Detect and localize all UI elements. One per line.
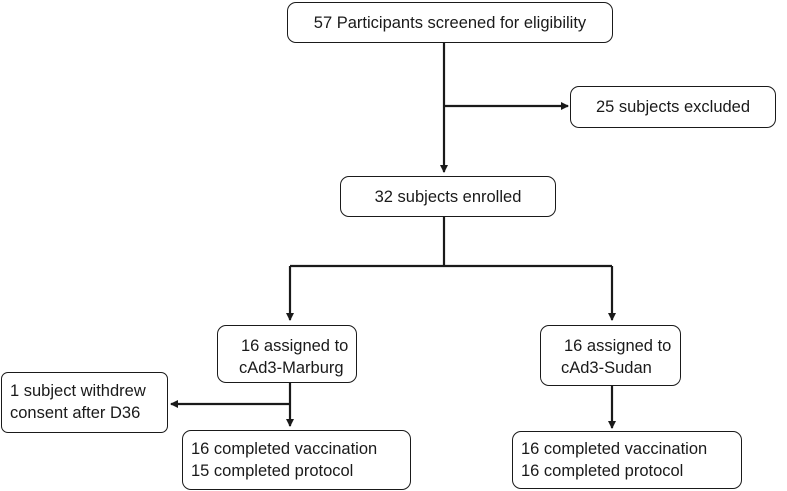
marburg-outcome-line1: 16 completed vaccination: [191, 440, 378, 458]
marburg-line2: cAd3-Marburg: [239, 359, 344, 377]
withdrew-line1: 1 subject withdrew: [10, 382, 146, 400]
sudan-outcome-box: 16 completed vaccination 16 completed pr…: [512, 431, 742, 489]
sudan-arm-box: 16 assigned to cAd3-Sudan: [540, 325, 681, 386]
marburg-arm-box: 16 assigned to cAd3-Marburg: [217, 325, 357, 383]
screened-label: 57 Participants screened for eligibility: [313, 13, 587, 32]
excluded-label: 25 subjects excluded: [595, 98, 751, 116]
withdrew-box: 1 subject withdrew consent after D36: [1, 372, 168, 433]
marburg-outcome-line2: 15 completed protocol: [191, 462, 354, 480]
marburg-outcome-box: 16 completed vaccination 15 completed pr…: [182, 430, 411, 490]
withdrew-line2: consent after D36: [10, 404, 141, 422]
marburg-line1: 16 assigned to: [241, 337, 349, 355]
sudan-line1: 16 assigned to: [564, 337, 672, 355]
screened-box: 57 Participants screened for eligibility: [287, 2, 613, 43]
sudan-outcome-line1: 16 completed vaccination: [521, 440, 708, 458]
enrolled-label: 32 subjects enrolled: [374, 187, 522, 206]
enrolled-box: 32 subjects enrolled: [340, 176, 556, 217]
sudan-outcome-line2: 16 completed protocol: [521, 462, 684, 480]
sudan-line2: cAd3-Sudan: [561, 359, 652, 377]
excluded-box: 25 subjects excluded: [570, 86, 776, 128]
